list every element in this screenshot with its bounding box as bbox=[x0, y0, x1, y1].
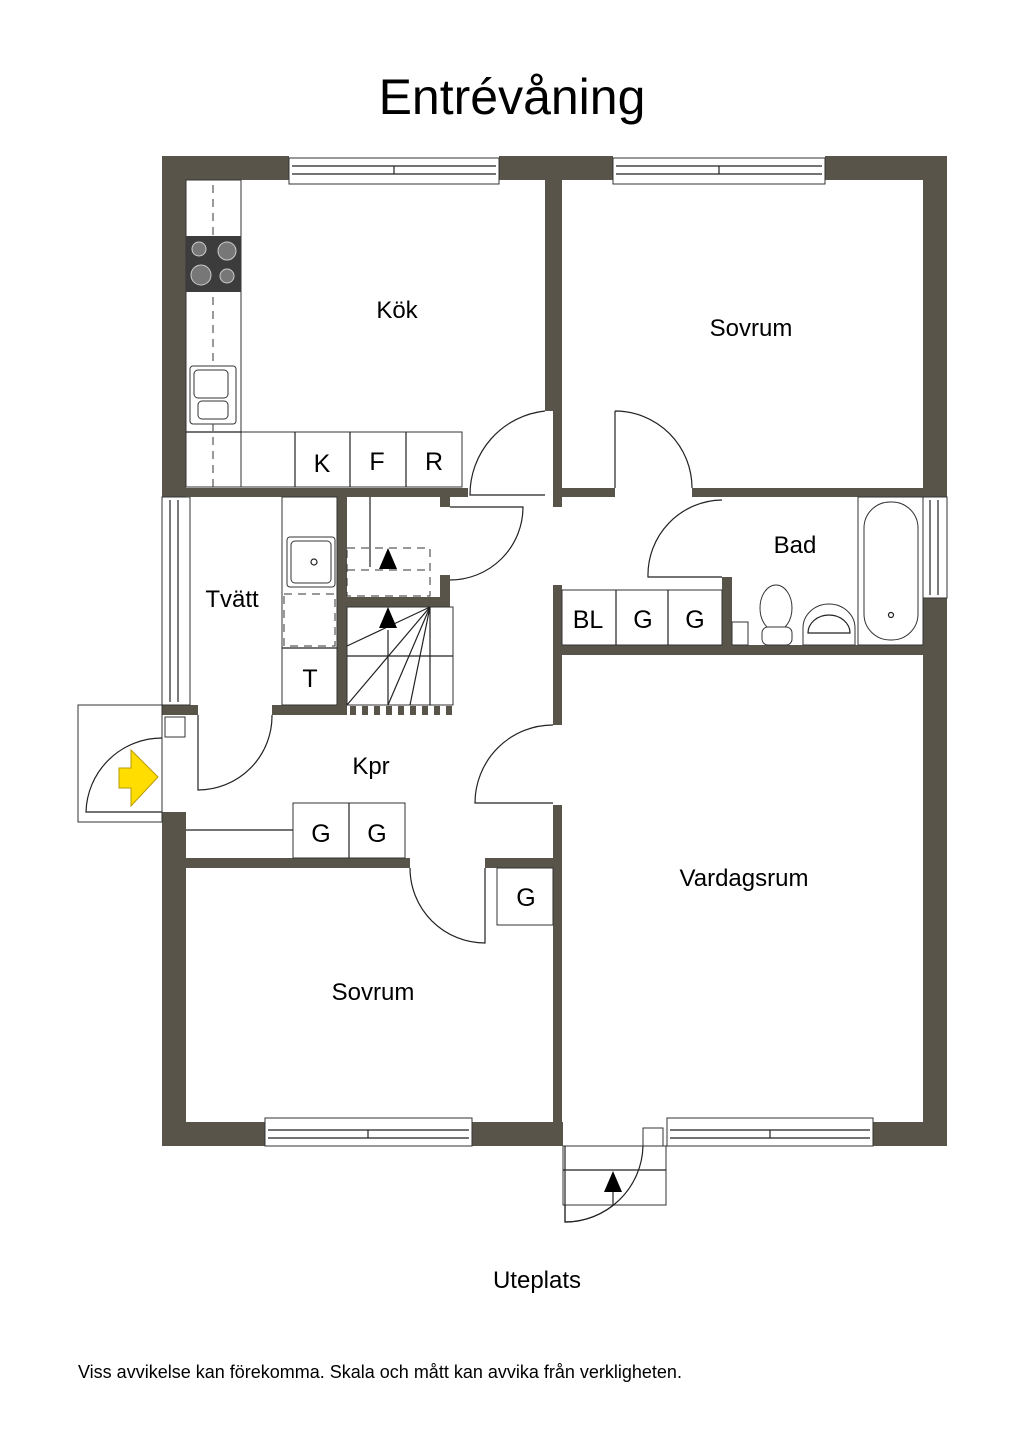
laundry-fixtures: T bbox=[281, 496, 338, 706]
stairs bbox=[346, 497, 454, 715]
toilet-icon bbox=[759, 584, 793, 632]
entrance-arrow-icon bbox=[118, 748, 159, 808]
disclaimer: Viss avvikelse kan förekomma. Skala och … bbox=[78, 1362, 682, 1382]
closet-bl: BL bbox=[573, 606, 604, 634]
bathroom-fixtures bbox=[731, 496, 924, 646]
room-label-sovrum-top: Sovrum bbox=[710, 315, 793, 342]
floor-title: Entrévåning bbox=[378, 69, 646, 125]
closet-g: G bbox=[685, 606, 704, 634]
washbasin-icon bbox=[802, 603, 856, 646]
fixture-t: T bbox=[302, 665, 317, 693]
kitchen-counters: K F R bbox=[185, 179, 463, 488]
bathtub-icon bbox=[863, 501, 919, 641]
closet-g: G bbox=[367, 820, 386, 848]
entrance bbox=[77, 704, 186, 823]
closet-g: G bbox=[311, 820, 330, 848]
fixture-r: R bbox=[425, 448, 443, 476]
outer-walls bbox=[162, 156, 947, 1146]
closets: BL G G G G G bbox=[186, 589, 723, 926]
room-label-bad: Bad bbox=[774, 532, 817, 559]
area-label-uteplats: Uteplats bbox=[493, 1267, 581, 1294]
closet-g: G bbox=[516, 884, 535, 912]
windows bbox=[161, 157, 948, 1147]
room-label-kok: Kök bbox=[376, 297, 418, 324]
fixture-k: K bbox=[314, 450, 331, 478]
closet-g: G bbox=[633, 606, 652, 634]
room-label-tvatt: Tvätt bbox=[205, 586, 259, 613]
room-label-sovrum-bottom: Sovrum bbox=[332, 979, 415, 1006]
room-label-vardagsrum: Vardagsrum bbox=[680, 865, 809, 892]
room-label-kpr: Kpr bbox=[352, 753, 389, 780]
doors bbox=[197, 410, 723, 1223]
patio-steps bbox=[562, 1145, 667, 1223]
interior-walls bbox=[186, 180, 923, 1122]
fixture-f: F bbox=[369, 448, 384, 476]
